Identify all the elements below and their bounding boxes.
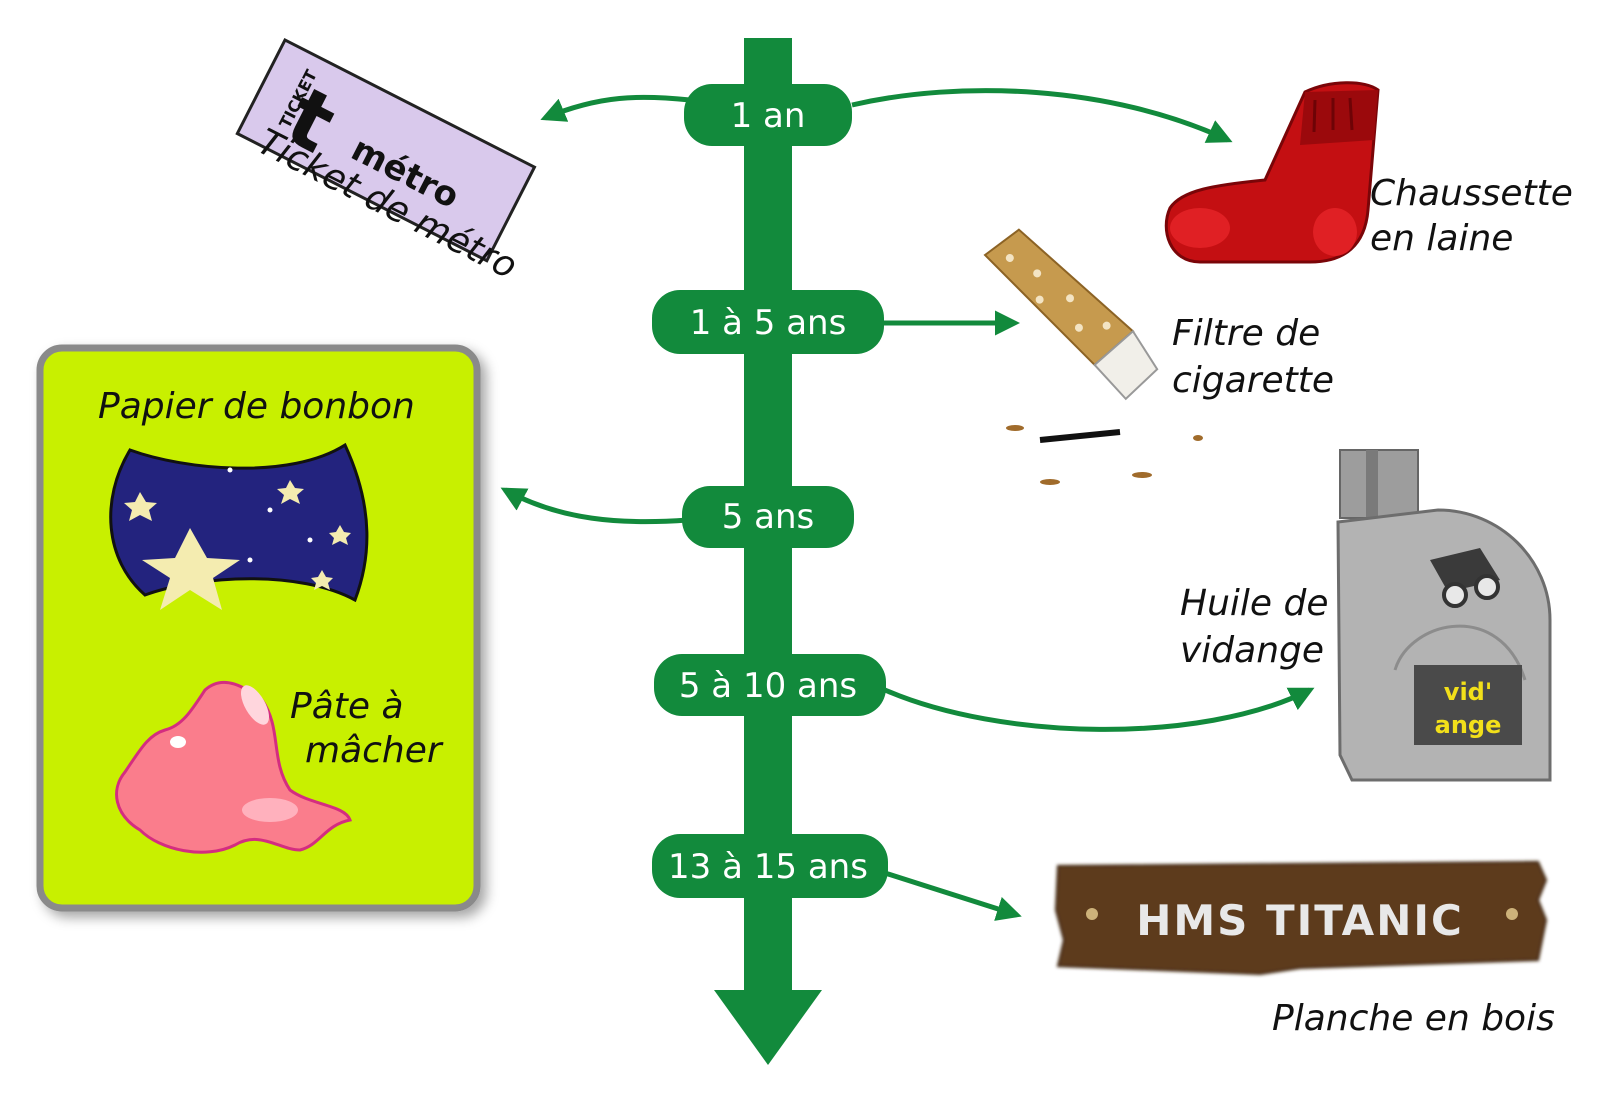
cigarette-caption-line-1: Filtre de	[1172, 313, 1320, 354]
candy-gum-panel: Papier de bonbon Pâte à mâcher	[36, 344, 481, 912]
oil-caption-line-2: vidange	[1180, 630, 1324, 671]
sock-caption-line-1: Chaussette	[1370, 173, 1573, 214]
connector-arrows	[500, 88, 1315, 921]
metro-ticket-illustration: TICKET t métro Ticket de métro	[235, 37, 537, 287]
timeline-pill-3: 5 ans	[682, 486, 854, 548]
arrow-to-ticket	[540, 94, 691, 122]
plank-caption: Planche en bois	[1272, 998, 1555, 1039]
arrow-to-oil	[884, 687, 1315, 732]
wooden-plank-illustration: HMS TITANIC Planche en bois	[1054, 860, 1555, 1039]
timeline-label: 5 à 10 ans	[679, 666, 857, 706]
timeline-label: 1 à 5 ans	[690, 303, 847, 343]
timeline-label: 1 an	[731, 96, 806, 136]
arrow-to-candy-panel	[500, 487, 689, 525]
candy-caption: Papier de bonbon	[98, 386, 415, 427]
cigarette-caption-line-2: cigarette	[1172, 360, 1334, 401]
sock-caption-line-2: en laine	[1370, 218, 1513, 259]
timeline-pill-5: 13 à 15 ans	[652, 834, 888, 898]
candy-wrapper-illustration	[109, 442, 369, 610]
oil-can-illustration: Huile de vidange vid' ange	[1180, 449, 1552, 782]
wool-sock-illustration: Chaussette en laine	[1164, 81, 1573, 264]
timeline-label: 5 ans	[722, 497, 815, 537]
timeline-pill-4: 5 à 10 ans	[654, 654, 886, 716]
timeline-label: 13 à 15 ans	[668, 847, 868, 887]
chewing-gum-illustration	[115, 680, 352, 854]
gum-caption-line-1: Pâte à	[290, 686, 404, 727]
arrow-to-plank	[884, 870, 1022, 921]
oil-label-line-1: vid'	[1444, 678, 1492, 706]
timeline-pill-2: 1 à 5 ans	[652, 290, 884, 354]
arrow-to-sock	[851, 88, 1233, 143]
gum-caption-line-2: mâcher	[305, 730, 444, 771]
oil-caption-line-1: Huile de	[1180, 583, 1328, 624]
cigarette-filter-illustration: Filtre de cigarette	[983, 228, 1334, 485]
timeline-pill-1: 1 an	[684, 84, 852, 146]
oil-label-line-2: ange	[1435, 711, 1502, 739]
plank-sign-text: HMS TITANIC	[1136, 896, 1464, 945]
timeline-arrow	[714, 38, 822, 1065]
